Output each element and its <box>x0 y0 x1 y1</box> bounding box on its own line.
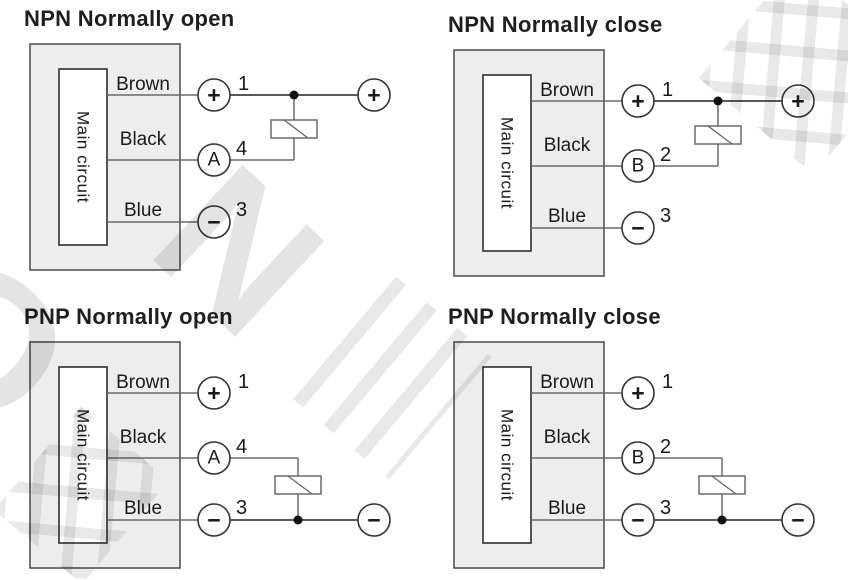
brown-wire-label: Brown <box>116 74 170 95</box>
junction-dot <box>717 515 727 525</box>
black-wire-label: Black <box>544 135 591 156</box>
rail-terminal-circle <box>357 503 391 537</box>
main-circuit-box <box>482 74 532 252</box>
terminal-output-symbol: B <box>632 448 645 469</box>
pin-number-1: 1 <box>238 371 249 393</box>
terminal-minus-circle <box>197 205 231 239</box>
black-wire-label: Black <box>120 427 167 448</box>
terminal-plus-circle <box>621 376 655 410</box>
terminal-plus-symbol: + <box>631 88 644 114</box>
terminal-output-symbol: A <box>208 150 221 171</box>
pin-number-4: 4 <box>236 138 247 160</box>
relay-load-symbol <box>698 475 746 495</box>
rail-terminal-circle <box>781 503 815 537</box>
rail-terminal-circle <box>781 84 815 118</box>
main-circuit-label: Main circuit <box>498 409 517 501</box>
main-circuit-label: Main circuit <box>74 111 93 203</box>
pin-number-2: 2 <box>660 436 671 458</box>
main-circuit-box <box>58 366 108 544</box>
terminal-minus-circle <box>621 211 655 245</box>
relay-diagonal <box>283 119 309 139</box>
main-circuit-label: Main circuit <box>74 409 93 501</box>
terminal-plus-symbol: + <box>631 380 644 406</box>
diagram-title: NPN Normally close <box>448 12 663 37</box>
terminal-minus-circle <box>621 503 655 537</box>
brown-wire-label: Brown <box>116 372 170 393</box>
blue-wire-label: Blue <box>124 498 162 519</box>
relay-load-symbol <box>694 125 742 145</box>
blue-wire-label: Blue <box>548 206 586 227</box>
diagram-canvas: Main circuit Brown Black Blue + A − + 1 … <box>29 43 391 271</box>
pin-number-2: 2 <box>660 144 671 166</box>
relay-diagonal <box>287 475 313 495</box>
blue-wire-label: Blue <box>124 200 162 221</box>
terminal-plus-circle <box>621 84 655 118</box>
pin-number-1: 1 <box>662 79 673 101</box>
terminal-minus-symbol: − <box>207 209 220 235</box>
rail-terminal-symbol: − <box>367 507 380 533</box>
pin-number-3: 3 <box>236 497 247 519</box>
pin-number-1: 1 <box>662 371 673 393</box>
terminal-plus-circle <box>197 376 231 410</box>
terminal-output-symbol: B <box>632 156 645 177</box>
diagram-title: NPN Normally open <box>24 6 235 31</box>
brown-wire-label: Brown <box>540 80 594 101</box>
terminal-minus-symbol: − <box>631 507 644 533</box>
terminal-plus-symbol: + <box>207 82 220 108</box>
blue-wire-label: Blue <box>548 498 586 519</box>
diagram-canvas: Main circuit Brown Black Blue + B − + 1 … <box>453 49 815 277</box>
rail-terminal-symbol: + <box>791 88 804 114</box>
terminal-plus-circle <box>197 78 231 112</box>
terminal-minus-circle <box>197 503 231 537</box>
relay-diagonal <box>707 125 733 145</box>
terminal-output-circle <box>621 149 655 183</box>
main-circuit-label: Main circuit <box>498 117 517 209</box>
rail-terminal-circle <box>357 78 391 112</box>
pin-number-3: 3 <box>236 199 247 221</box>
pin-number-3: 3 <box>660 205 671 227</box>
black-wire-label: Black <box>544 427 591 448</box>
junction-dot <box>289 90 299 100</box>
pin-number-4: 4 <box>236 436 247 458</box>
junction-dot <box>713 96 723 106</box>
terminal-output-circle <box>197 441 231 475</box>
terminal-minus-symbol: − <box>207 507 220 533</box>
rail-terminal-symbol: − <box>791 507 804 533</box>
pin-number-3: 3 <box>660 497 671 519</box>
junction-dot <box>293 515 303 525</box>
rail-terminal-symbol: + <box>367 82 380 108</box>
terminal-plus-symbol: + <box>207 380 220 406</box>
diagram-npn-normally-open: NPN Normally open Main circuit Brown Bla… <box>0 0 424 282</box>
brown-wire-label: Brown <box>540 372 594 393</box>
diagram-canvas: Main circuit Brown Black Blue + A − − 1 … <box>29 341 391 569</box>
diagram-npn-normally-close: NPN Normally close Main circuit Brown Bl… <box>424 6 848 288</box>
main-circuit-box <box>58 68 108 246</box>
terminal-output-circle <box>621 441 655 475</box>
relay-load-symbol <box>274 475 322 495</box>
diagram-title: PNP Normally close <box>448 304 661 329</box>
terminal-minus-symbol: − <box>631 215 644 241</box>
diagram-pnp-normally-open: PNP Normally open Main circuit Brown Bla… <box>0 298 424 580</box>
relay-load-symbol <box>270 119 318 139</box>
relay-diagonal <box>711 475 737 495</box>
diagram-title: PNP Normally open <box>24 304 233 329</box>
terminal-output-circle <box>197 143 231 177</box>
black-wire-label: Black <box>120 129 167 150</box>
terminal-output-symbol: A <box>208 448 221 469</box>
diagram-canvas: Main circuit Brown Black Blue + B − − 1 … <box>453 341 815 569</box>
pin-number-1: 1 <box>238 73 249 95</box>
main-circuit-box <box>482 366 532 544</box>
diagram-pnp-normally-close: PNP Normally close Main circuit Brown Bl… <box>424 298 848 580</box>
